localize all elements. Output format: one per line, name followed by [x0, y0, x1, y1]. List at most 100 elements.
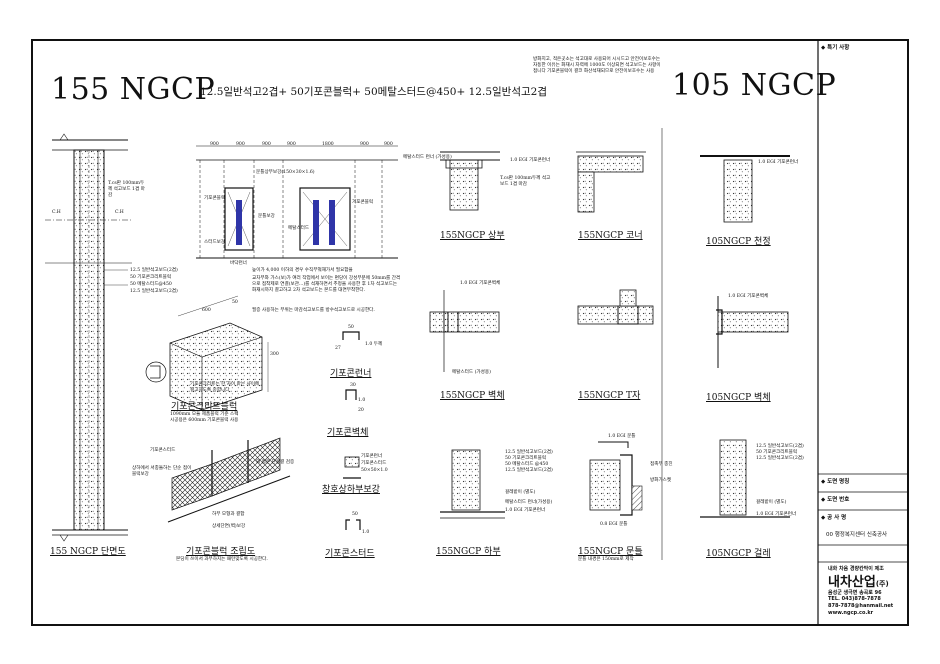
elev-note-0: 문틀상부보강(150×30×1.6) — [256, 170, 315, 175]
detail-155-bottom — [440, 449, 505, 519]
runner-thk: 1.0 두께 — [365, 342, 383, 347]
title-105: 105 NGCP — [672, 68, 837, 103]
d105-base-note-2: 12.5 일반석고보드(2겹) — [756, 456, 804, 461]
block-caption: 1090mm 모듈 제품블럭 기준 스펙 — [170, 412, 239, 417]
d-bot-note-6: 1.0 EGI 기포콘런너 — [505, 508, 546, 513]
label-block: 기포콘크리트블럭 — [171, 402, 238, 412]
company-tagline: 내화 차음 경량칸막이 제조 — [828, 566, 884, 572]
section-layer-1: 50 기포콘크리트블럭 — [130, 275, 172, 280]
label-105-base: 105NGCP 걸레 — [706, 549, 771, 559]
wall-thk: 1.0 — [358, 398, 366, 403]
d105-base-note-4: 1.0 EGI 기포콘런너 — [756, 512, 797, 517]
drawing-sheet — [31, 39, 909, 626]
label-section-155: 155 NGCP 단면도 — [50, 547, 126, 557]
assembly-note-3: 하부 모형과 결합 — [212, 512, 245, 517]
company-email: 878-7878@hanmail.net — [828, 603, 894, 609]
company-tel: TEL. 043)878-7878 — [828, 596, 881, 602]
d105-base-note-3: 걸레받이 (별도) — [756, 500, 787, 505]
detail-155-wall — [429, 290, 500, 372]
label-155-tee: 155NGCP T자 — [578, 391, 641, 401]
detail-155-top — [440, 151, 500, 211]
company-address: 음성군 생극면 송곡로 96 — [828, 590, 882, 596]
detail-155-doorframe — [589, 441, 643, 516]
dim-top-2: 900 — [262, 142, 271, 147]
company-mark: (주) — [875, 580, 889, 588]
wall-dim-w: 30 — [350, 383, 356, 388]
tb-project-name: 00 행정복지센터 신축공사 — [826, 532, 888, 538]
label-155-corner: 155NGCP 코너 — [578, 231, 643, 241]
elev-bullet-1: 교차부와 가스(보)가 여러 작업에서 보이는 편당이 강성부분에 50mm를 … — [252, 276, 401, 294]
dim-top-6: 900 — [384, 142, 393, 147]
assembly-note-2: 외 접은 단용결 검증 — [256, 460, 295, 465]
assembly-caption: 본딩이 쓰이서 과부하지는 패턴맞도록 시공한다. — [176, 557, 268, 562]
d105-ceiling-note: 1.0 EGI 기포콘런너 — [758, 160, 799, 165]
profiles — [342, 331, 361, 530]
d-wall-note-1: 메탈스터드 (가성용) — [452, 370, 491, 375]
tb-drawing-no-head: ◆ 도면 번호 — [821, 497, 850, 503]
assembly-3d — [167, 437, 291, 523]
label-105-ceiling: 105NGCP 천정 — [706, 237, 771, 247]
d-bot-note-4: 걸레받이 (별도) — [505, 490, 536, 495]
section-note-top: T.cs판 100mm두께 석고보드 1겹 마감 — [108, 181, 145, 198]
label-155-bottom: 155NGCP 하부 — [436, 547, 501, 557]
wall-dim-h: 20 — [358, 408, 364, 413]
assembly-note-0: 기포콘스터드 — [150, 448, 176, 453]
d-top-note-1: 1.0 EGI 기포콘런너 — [510, 158, 551, 163]
d-wall-note-0: 1.0 EGI 기포콘벽체 — [460, 281, 501, 286]
stud-thk: 1.0 — [362, 530, 370, 535]
d105-wall-note: 1.0 EGI 기포콘벽체 — [728, 294, 769, 299]
section-layer-3: 12.5 일반석고보드(2겹) — [130, 289, 178, 294]
elev-bullet-2: 필증 사용하는 부위는 마감석고보드를 방수석고보드로 시공한다. — [252, 308, 375, 313]
d-door-note-0: 1.0 EGI 문틀 — [608, 434, 636, 439]
d-top-note-0: 메탈스터드 런너 (가성용) — [403, 155, 452, 160]
detail-105-base — [700, 439, 790, 518]
block-dim-side: 300 — [270, 352, 279, 357]
runner-dim-w: 50 — [348, 325, 354, 330]
d105-base-note-1: 50 기포콘크리트블럭 — [756, 450, 798, 455]
label-wall-profile: 기포콘벽체 — [327, 428, 369, 438]
dim-top-3: 900 — [287, 142, 296, 147]
company-website: www.ngcp.co.kr — [828, 610, 874, 616]
wall-section-155 — [45, 133, 132, 542]
dim-top-1: 900 — [236, 142, 245, 147]
d105-base-note-0: 12.5 일반석고보드(2겹) — [756, 444, 804, 449]
top-note: 방화지고, 적은곳소는 석고대로 사용되어 시시드고 안전이보호수는 자동한 이… — [533, 57, 661, 75]
tb-project-head: ◆ 공 사 명 — [821, 515, 847, 521]
label-stud: 기포콘스터드 — [325, 549, 375, 559]
tb-notes-head: ◆ 특기 사항 — [821, 45, 850, 51]
elevation-doors — [196, 145, 398, 259]
window-note-2: 50×50×1.0 — [361, 468, 388, 473]
elev-note-1: 기포콘블럭 — [204, 196, 226, 201]
d-bot-note-0: 12.5 일반석고보드(2겹) — [505, 450, 553, 455]
dim-top-4: 1800 — [322, 142, 334, 147]
d-top-note-2: T.cs판 100mm두께 석고보드 1겹 마감 — [500, 176, 551, 187]
elev-note-6: 바닥런너 — [230, 261, 247, 266]
elev-note-3: 기포콘블럭 — [352, 200, 374, 205]
label-assembly: 기포콘블럭 조립도 — [186, 547, 256, 557]
dim-top-0: 900 — [210, 142, 219, 147]
detail-155-corner — [576, 151, 646, 213]
detail-155-tee — [577, 289, 654, 325]
detail-105-wall — [716, 296, 789, 368]
assembly-note-1: 상하에서 서충돌하는 단순 접이블럭보강 — [132, 466, 192, 477]
label-runner: 기포콘런너 — [330, 369, 372, 379]
d-door-note-2: 방화가스켓 — [650, 478, 672, 483]
assembly-note-4: 상세단면(벽)보강 — [212, 524, 246, 529]
door-caption: 문틀 내경은 150mm로 제작 — [578, 557, 634, 562]
elev-note-5: 스터드보강 — [204, 240, 226, 245]
detail-105-ceiling — [700, 155, 790, 223]
window-note-1: 기포콘스터드 — [361, 461, 387, 466]
elev-note-2: 문틀보강 — [258, 214, 275, 219]
label-105-wall: 105NGCP 벽체 — [706, 393, 771, 403]
company-name: 내차산업(주) — [828, 571, 889, 590]
cut-mark-right: C.H — [115, 210, 124, 215]
section-layer-2: 50 메탈스터드@450 — [130, 282, 172, 287]
d-bot-note-5: 메탈스터드 런너(가성용) — [505, 500, 553, 505]
block-dim-small: 50 — [232, 300, 238, 305]
dim-top-5: 900 — [360, 142, 369, 147]
window-note-0: 기포콘런너 — [361, 454, 383, 459]
elev-note-4: 메탈스터드 — [288, 226, 310, 231]
d-bot-note-1: 50 기포콘크리트블럭 — [505, 456, 547, 461]
elev-bullet-0: 높이가 4,000 이하의 경우 수직부엌재가서 필요함을 — [252, 268, 353, 273]
